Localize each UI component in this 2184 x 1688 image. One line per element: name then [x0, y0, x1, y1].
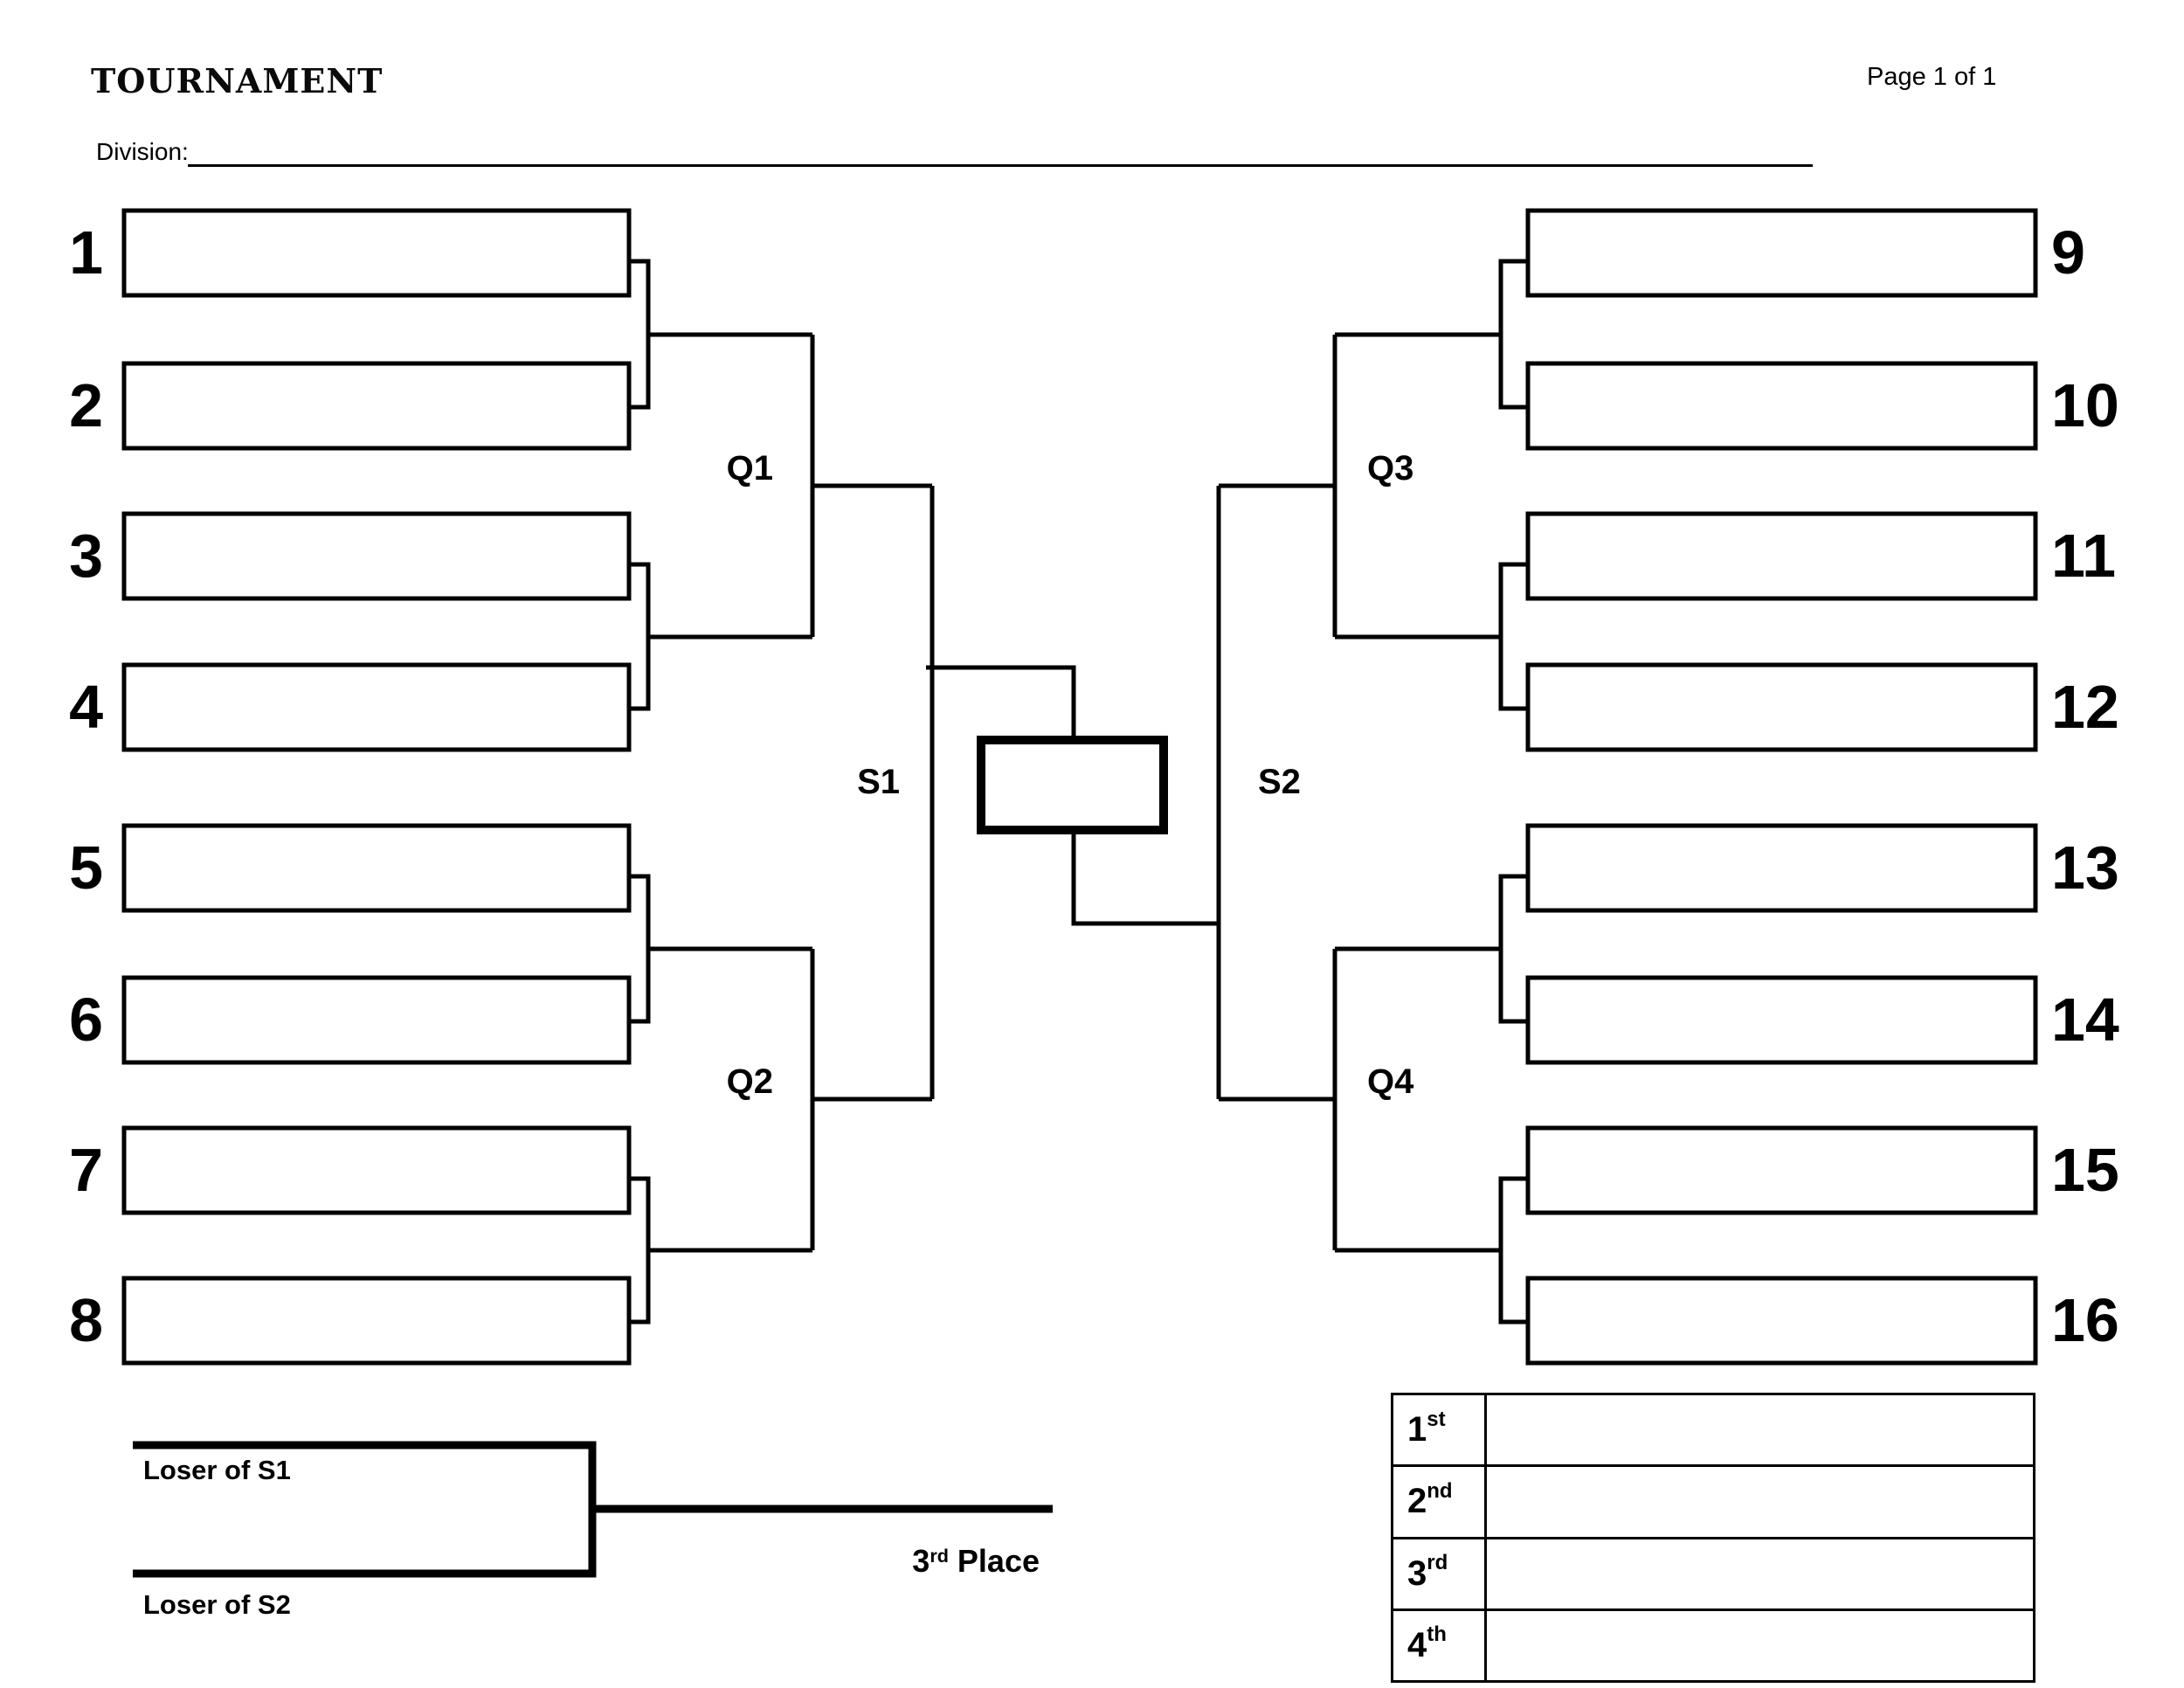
seed-label-2: 2 — [69, 371, 103, 439]
seed-label-15: 15 — [2051, 1136, 2119, 1204]
entry-box-16[interactable] — [1525, 1276, 2038, 1366]
entry-box-10[interactable] — [1525, 361, 2038, 451]
third-place-word: Place — [948, 1543, 1040, 1579]
standings-cell-4[interactable] — [1487, 1611, 2033, 1680]
entry-box-8[interactable] — [121, 1276, 632, 1366]
pair-connector-3-4 — [629, 562, 812, 711]
pair-connector-9-10 — [1335, 259, 1528, 410]
seed-label-7: 7 — [69, 1136, 103, 1204]
entry-box-4[interactable] — [121, 662, 632, 752]
seed-label-11: 11 — [2051, 522, 2116, 590]
q1-connector — [810, 335, 932, 637]
pair-connector-13-14 — [1335, 874, 1528, 1024]
final-box[interactable] — [977, 736, 1168, 834]
pair-connector-15-16 — [1335, 1176, 1528, 1325]
final-feed-bottom — [1071, 830, 1219, 926]
entry-box-12[interactable] — [1525, 662, 2038, 752]
division-label: Division: — [96, 138, 189, 165]
ordinal-suffix: st — [1427, 1407, 1446, 1431]
seed-label-16: 16 — [2051, 1286, 2119, 1354]
seed-label-1: 1 — [69, 218, 103, 287]
entry-box-5[interactable] — [121, 823, 632, 913]
final-feed-top — [926, 665, 1076, 740]
ordinal-number: 3 — [1407, 1553, 1427, 1593]
pair-connector-5-6 — [629, 874, 812, 1024]
entry-box-2[interactable] — [121, 361, 632, 451]
loser-of-s1-label: Loser of S1 — [143, 1455, 291, 1485]
q3-connector — [1219, 335, 1337, 637]
ordinal-suffix: rd — [1427, 1551, 1448, 1575]
seed-label-9: 9 — [2051, 218, 2085, 287]
match-label-s2: S2 — [1258, 763, 1301, 801]
match-label-q1: Q1 — [726, 449, 773, 488]
third-place-number: 3 — [912, 1543, 930, 1579]
match-label-q2: Q2 — [726, 1062, 773, 1101]
seed-label-6: 6 — [69, 986, 103, 1054]
entry-box-7[interactable] — [121, 1125, 632, 1215]
ordinal-suffix: nd — [1427, 1478, 1453, 1503]
pair-connector-7-8 — [629, 1176, 812, 1325]
entry-box-6[interactable] — [121, 975, 632, 1065]
seed-label-3: 3 — [69, 522, 103, 590]
q4-connector — [1219, 949, 1337, 1250]
entry-box-14[interactable] — [1525, 975, 2038, 1065]
q2-connector — [810, 949, 932, 1250]
seed-label-12: 12 — [2051, 673, 2119, 741]
entry-box-3[interactable] — [121, 511, 632, 601]
page-number: Page 1 of 1 — [1867, 63, 1997, 91]
third-place-suffix: rd — [930, 1545, 949, 1567]
seed-label-5: 5 — [69, 834, 103, 902]
ordinal-suffix: th — [1427, 1622, 1447, 1647]
seed-label-4: 4 — [69, 673, 103, 741]
pair-connector-1-2 — [629, 259, 812, 410]
ordinal-number: 4 — [1407, 1625, 1427, 1664]
entry-box-15[interactable] — [1525, 1125, 2038, 1215]
seed-label-8: 8 — [69, 1286, 103, 1354]
seed-label-10: 10 — [2051, 371, 2119, 439]
entry-box-1[interactable] — [121, 208, 632, 298]
entry-box-11[interactable] — [1525, 511, 2038, 601]
standings-cell-2[interactable] — [1487, 1467, 2033, 1536]
match-label-q4: Q4 — [1367, 1062, 1414, 1101]
third-place-label: 3rd Place — [830, 1543, 1040, 1580]
entry-box-13[interactable] — [1525, 823, 2038, 913]
ordinal-number: 2 — [1407, 1482, 1427, 1521]
match-label-s1: S1 — [857, 763, 900, 801]
standings-cell-1[interactable] — [1487, 1395, 2033, 1464]
loser-of-s2-label: Loser of S2 — [143, 1589, 291, 1620]
match-label-q3: Q3 — [1367, 449, 1414, 488]
entry-box-9[interactable] — [1525, 208, 2038, 298]
seed-label-14: 14 — [2051, 986, 2119, 1054]
seed-label-13: 13 — [2051, 834, 2119, 902]
page-title: TOURNAMENT — [91, 61, 384, 100]
pair-connector-11-12 — [1335, 562, 1528, 711]
standings-cell-3[interactable] — [1487, 1539, 2033, 1608]
ordinal-number: 1 — [1407, 1410, 1427, 1449]
division-fill-in-line[interactable] — [188, 164, 1813, 167]
